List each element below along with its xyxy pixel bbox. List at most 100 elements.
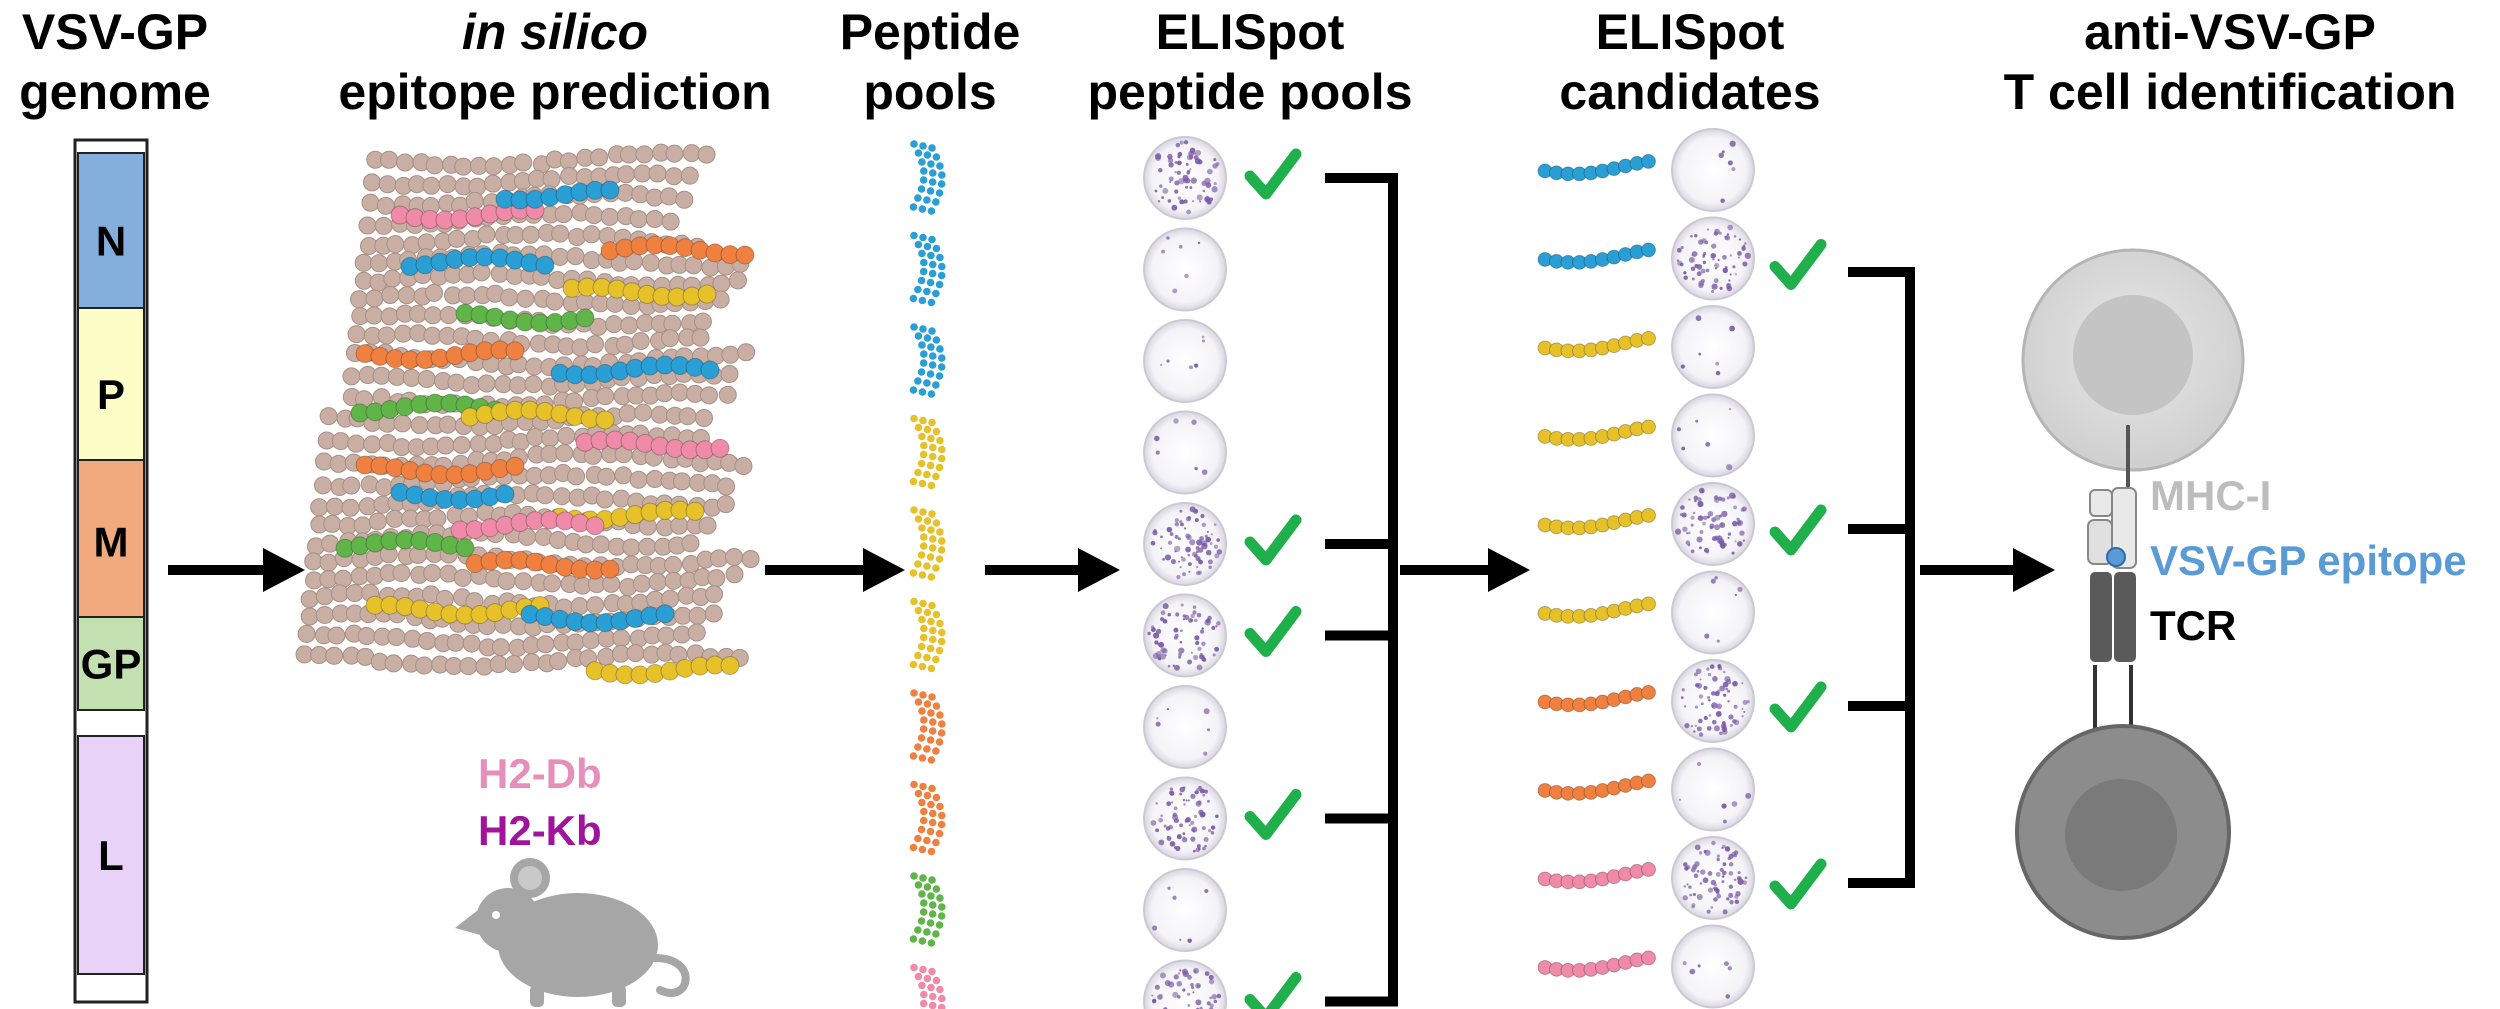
- elispot-well: [1143, 685, 1227, 769]
- bead: [541, 429, 560, 448]
- bead: [670, 383, 689, 402]
- peptide-dot: [919, 725, 928, 733]
- peptide-dot: [923, 883, 932, 891]
- well-spot: [1706, 726, 1712, 731]
- bead: [720, 364, 739, 383]
- peptide-bead: [700, 360, 720, 380]
- well-spot: [1195, 546, 1200, 550]
- peptide-dot: [920, 716, 928, 724]
- peptide-dot: [927, 800, 935, 809]
- bead: [506, 226, 525, 245]
- well-spot: [1172, 895, 1177, 900]
- peptide-dot: [929, 626, 937, 635]
- elispot-well: [1671, 924, 1755, 1009]
- well-spot: [1726, 233, 1730, 236]
- well-spot: [1178, 178, 1185, 185]
- well-spot: [1168, 176, 1174, 182]
- bead: [350, 567, 369, 586]
- well-spot: [1197, 241, 1201, 245]
- peptide-dot: [929, 992, 937, 1001]
- well-spot: [1176, 574, 1181, 580]
- well-spot: [1728, 408, 1732, 411]
- well-spot: [1707, 672, 1712, 677]
- peptide-dot: [914, 285, 922, 294]
- well-spot: [1731, 551, 1735, 555]
- well-spot: [1205, 549, 1212, 556]
- well-spot: [1737, 251, 1742, 256]
- bead: [618, 404, 637, 423]
- well-spot: [1686, 532, 1689, 535]
- bead: [566, 247, 585, 266]
- elispot-well: [1671, 570, 1755, 655]
- well-spot: [1682, 895, 1688, 901]
- well-spot: [1704, 633, 1710, 639]
- peptide-pool-icon: [909, 780, 946, 856]
- bead: [681, 534, 700, 553]
- peptide-dot: [926, 370, 935, 378]
- well-spot: [1719, 731, 1723, 736]
- peptide-dot: [918, 296, 927, 305]
- bead: [614, 466, 633, 485]
- bead: [717, 477, 736, 496]
- well-spot: [1686, 865, 1691, 869]
- bead: [325, 497, 344, 516]
- peptide-dot: [928, 235, 936, 244]
- well-spot: [1698, 694, 1704, 699]
- well-spot: [1737, 586, 1743, 592]
- well-spot: [1698, 352, 1702, 356]
- peptide-dot: [938, 720, 946, 728]
- well-spot: [1168, 790, 1173, 795]
- well-spot: [1729, 254, 1733, 257]
- peptide-dot: [919, 999, 928, 1008]
- well-spot: [1195, 847, 1201, 853]
- label-mhc-i: MHC-I: [2150, 472, 2271, 519]
- well-spot: [1174, 161, 1178, 164]
- peptide-dot: [1641, 242, 1656, 258]
- well-spot: [1700, 278, 1705, 283]
- well-spot: [1188, 824, 1192, 827]
- well-spot: [1724, 675, 1731, 683]
- well-spot: [1690, 549, 1695, 554]
- bead: [616, 335, 635, 354]
- peptide-bead: [710, 438, 730, 458]
- bead: [483, 174, 502, 193]
- well-circle: [1671, 659, 1755, 743]
- bead: [700, 386, 719, 405]
- peptide-dot: [936, 802, 944, 811]
- bead: [439, 306, 458, 325]
- bead: [350, 290, 369, 309]
- well-spot: [1695, 683, 1700, 688]
- well-spot: [1724, 846, 1731, 852]
- peptide-dot: [937, 1003, 946, 1009]
- bead: [410, 416, 429, 435]
- well-spot: [1712, 258, 1715, 261]
- peptide-dot: [923, 562, 931, 570]
- bead: [543, 574, 562, 593]
- bead: [567, 467, 586, 486]
- well-spot: [1711, 289, 1715, 293]
- well-spot: [1183, 199, 1188, 204]
- bead: [554, 205, 573, 224]
- well-spot: [1201, 657, 1206, 662]
- title-line: ELISpot: [1595, 4, 1785, 60]
- peptide-dot: [936, 985, 944, 994]
- well-spot: [1187, 659, 1193, 665]
- peptide-dot: [929, 352, 937, 360]
- bead: [704, 604, 723, 623]
- well-spot: [1196, 194, 1203, 201]
- title-insilico: in silico epitope prediction: [290, 2, 820, 122]
- well-spot: [1718, 231, 1722, 235]
- well-spot: [1198, 559, 1203, 565]
- epitope-prediction-cloud: [295, 143, 760, 685]
- well-spot: [1723, 819, 1727, 824]
- peptide-dot: [917, 368, 926, 376]
- well-spot: [1176, 980, 1183, 987]
- well-spot: [1179, 823, 1183, 828]
- well-spot: [1742, 539, 1746, 542]
- well-spot: [1182, 988, 1186, 992]
- well-spot: [1697, 515, 1704, 521]
- peptide-dot: [938, 445, 946, 454]
- peptide-dot: [917, 642, 926, 651]
- peptide-pool-icon: [910, 963, 946, 1009]
